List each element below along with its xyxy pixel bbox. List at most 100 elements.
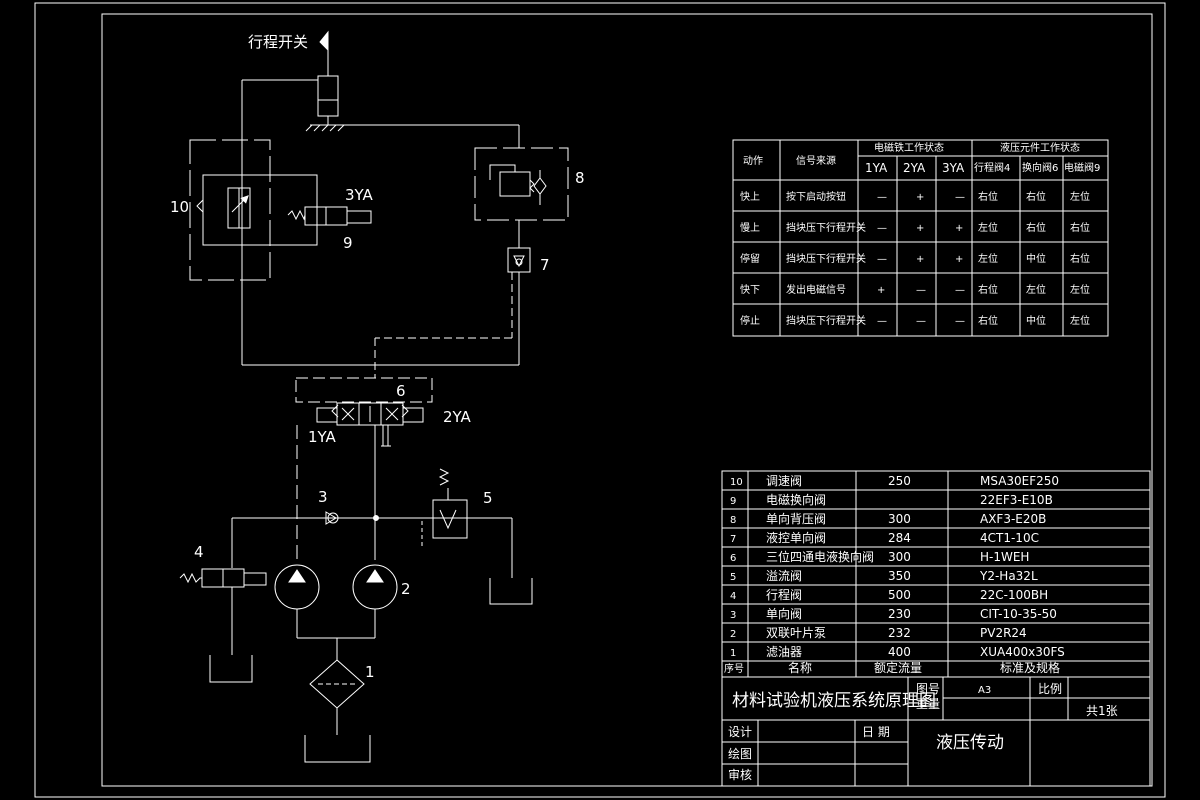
parts-row-no: 1 bbox=[730, 648, 736, 659]
sub-header-3ya: 3YA bbox=[942, 161, 965, 175]
hydraulic-schematic: 行程开关 8 7 bbox=[170, 30, 585, 763]
parts-row-name: 单向背压阀 bbox=[766, 511, 826, 526]
state-row-cell: — bbox=[877, 254, 887, 265]
parts-row-name: 行程阀 bbox=[766, 587, 802, 602]
parts-row-no: 5 bbox=[730, 572, 736, 583]
parts-row-no: 8 bbox=[730, 515, 736, 526]
state-row-cell: — bbox=[955, 316, 965, 327]
state-row-action: 快下 bbox=[740, 284, 760, 296]
sub-header-valve9: 电磁阀9 bbox=[1064, 161, 1100, 174]
state-table bbox=[732, 139, 1109, 337]
state-row-cell: 左位 bbox=[1070, 314, 1090, 327]
state-row-signal: 发出电磁信号 bbox=[786, 283, 846, 296]
state-row-cell: + bbox=[877, 285, 885, 296]
state-row-cell: 右位 bbox=[978, 190, 998, 203]
date-label: 日 期 bbox=[862, 725, 890, 739]
valve-6-dashed bbox=[295, 377, 433, 403]
parts-row-name: 电磁换向阀 bbox=[766, 492, 826, 507]
parts-row-spec: XUA400x30FS bbox=[980, 645, 1065, 659]
label-6: 6 bbox=[396, 382, 406, 400]
parts-row-flow: 232 bbox=[888, 626, 911, 640]
valve-10-box bbox=[189, 139, 271, 281]
tank-filter bbox=[304, 735, 371, 763]
design-label: 设计 bbox=[728, 725, 752, 739]
parts-row-spec: H-1WEH bbox=[980, 550, 1029, 564]
parts-row-no: 6 bbox=[730, 553, 736, 564]
label-2: 2 bbox=[401, 580, 411, 598]
parts-list-rows: 10 调速阀 250 MSA30EF250 9 电磁换向阀 22EF3-E10B 8 单向背压阀… bbox=[722, 474, 1150, 662]
label-3: 3 bbox=[318, 488, 328, 506]
inner-frame bbox=[101, 13, 1153, 787]
parts-row-spec: MSA30EF250 bbox=[980, 474, 1059, 488]
label-9: 9 bbox=[343, 234, 353, 252]
label-10: 10 bbox=[170, 198, 189, 216]
state-row-cell: + bbox=[916, 223, 924, 234]
state-row-cell: 左位 bbox=[1026, 283, 1046, 296]
parts-row-name: 调速阀 bbox=[766, 474, 802, 488]
group-solenoid: 电磁铁工作状态 bbox=[874, 141, 944, 154]
label-7: 7 bbox=[540, 256, 550, 274]
parts-row-flow: 400 bbox=[888, 645, 911, 659]
parts-row-spec: AXF3-E20B bbox=[980, 512, 1046, 526]
state-row-cell: 中位 bbox=[1026, 314, 1046, 327]
sub-header-valve6: 换向阀6 bbox=[1022, 161, 1058, 174]
parts-row-flow: 300 bbox=[888, 512, 911, 526]
state-row-signal: 挡块压下行程开关 bbox=[786, 252, 866, 265]
parts-row-no: 2 bbox=[730, 629, 736, 640]
parts-row-flow: 284 bbox=[888, 531, 911, 545]
weight-label: 重量 bbox=[916, 697, 940, 711]
title-block bbox=[721, 676, 1151, 787]
parts-row-no: 9 bbox=[730, 496, 736, 507]
check-valve-3 bbox=[325, 511, 337, 525]
state-table-rows: 快上按下启动按钮—+—右位右位左位慢上挡块压下行程开关—++左位右位右位停留挡块… bbox=[740, 190, 1090, 327]
state-row-signal: 挡块压下行程开关 bbox=[786, 314, 866, 327]
state-row-signal: 挡块压下行程开关 bbox=[786, 221, 866, 234]
state-row-cell: 右位 bbox=[1070, 252, 1090, 265]
state-table-text: 动作 信号来源 电磁铁工作状态 液压元件工作状态 1YA 2YA 3YA 行程阀… bbox=[743, 141, 1100, 175]
col-action: 动作 bbox=[743, 155, 763, 167]
label-8: 8 bbox=[575, 169, 585, 187]
state-row-cell: — bbox=[916, 316, 926, 327]
state-row-cell: + bbox=[955, 254, 963, 265]
state-row-cell: + bbox=[916, 254, 924, 265]
sheets-count: 共1张 bbox=[1086, 704, 1118, 718]
parts-row-spec: 4CT1-10C bbox=[980, 531, 1039, 545]
parts-row-name: 液控单向阀 bbox=[766, 530, 826, 545]
parts-row-spec: 22EF3-E10B bbox=[980, 493, 1053, 507]
state-row-cell: 右位 bbox=[1070, 221, 1090, 234]
state-row-cell: + bbox=[916, 192, 924, 203]
state-row-cell: — bbox=[955, 192, 965, 203]
drawing-title: 材料试验机液压系统原理图 bbox=[732, 691, 936, 711]
parts-row-flow: 250 bbox=[888, 474, 911, 488]
label-5: 5 bbox=[483, 489, 493, 507]
state-row-cell: — bbox=[955, 285, 965, 296]
sub-header-valve4: 行程阀4 bbox=[974, 161, 1010, 174]
sub-header-1ya: 1YA bbox=[865, 161, 888, 175]
state-row-cell: 右位 bbox=[978, 283, 998, 296]
state-row-cell: 右位 bbox=[978, 314, 998, 327]
limit-switch-arrow-icon bbox=[319, 30, 329, 52]
sub-header-2ya: 2YA bbox=[903, 161, 926, 175]
valve-7 bbox=[507, 247, 531, 273]
parts-row-no: 3 bbox=[730, 610, 736, 621]
parts-row-no: 7 bbox=[730, 534, 736, 545]
parts-row-no: 10 bbox=[730, 477, 743, 488]
parts-row-flow: 300 bbox=[888, 550, 911, 564]
parts-row-name: 双联叶片泵 bbox=[766, 626, 826, 640]
drawing-no-label: 图号 bbox=[916, 682, 940, 696]
state-row-cell: 左位 bbox=[1070, 190, 1090, 203]
parts-row-flow: 350 bbox=[888, 569, 911, 583]
state-row-cell: 右位 bbox=[1026, 221, 1046, 234]
parts-row-name: 滤油器 bbox=[766, 645, 802, 659]
state-row-cell: — bbox=[877, 223, 887, 234]
limit-switch-label: 行程开关 bbox=[248, 33, 308, 51]
label-4: 4 bbox=[194, 543, 204, 561]
label-3ya: 3YA bbox=[345, 186, 374, 204]
parts-header-name: 名称 bbox=[788, 660, 812, 675]
parts-row-spec: CIT-10-35-50 bbox=[980, 607, 1057, 621]
review-label: 审核 bbox=[728, 767, 752, 782]
valve-8-box bbox=[474, 147, 569, 221]
state-row-cell: — bbox=[877, 192, 887, 203]
scale-label: 比例 bbox=[1038, 682, 1062, 696]
label-2ya: 2YA bbox=[443, 408, 472, 426]
